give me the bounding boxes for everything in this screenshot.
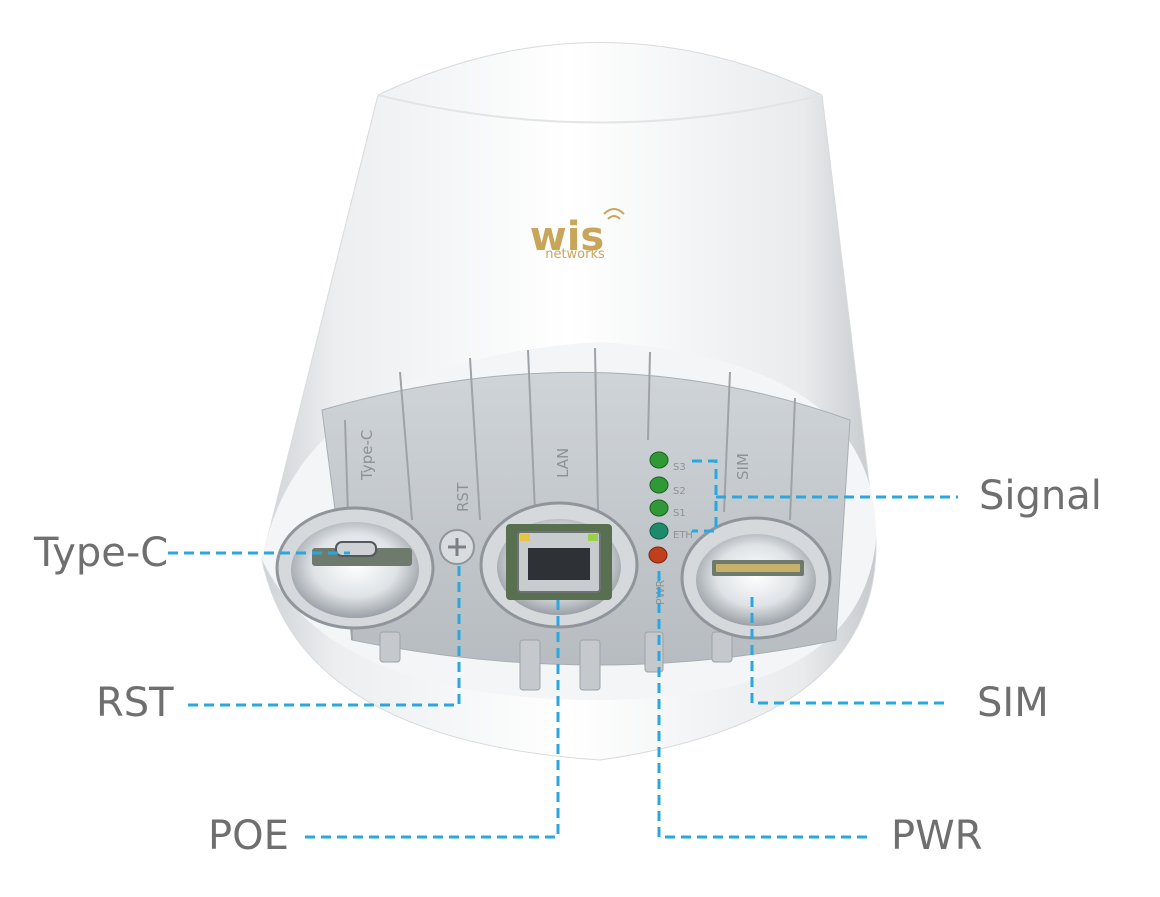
led-s3-icon [649, 451, 669, 469]
logo-text: wis [530, 214, 604, 260]
marking-lan: LAN [554, 448, 572, 478]
screw-cross-icon [448, 538, 466, 556]
led-s2-icon [649, 476, 669, 494]
marking-led-eth: ETH [673, 530, 693, 541]
marking-type-c: Type-C [358, 430, 376, 481]
sim-slot-icon [716, 564, 800, 572]
marking-sim: SIM [734, 453, 752, 480]
sim-port [680, 516, 832, 640]
callout-line-sim [750, 597, 950, 705]
type-c-port [275, 506, 435, 630]
panel-markings: Type-C RST LAN SIM PWR S3 S2 S1 ETH [358, 430, 752, 605]
usb-c-socket-icon [335, 541, 377, 557]
reset-button [439, 529, 475, 565]
callout-label-rst: RST [96, 680, 174, 726]
callout-line-signal [692, 459, 958, 533]
led-s1-icon [649, 499, 669, 517]
callout-label-type-c: Type-C [34, 530, 169, 576]
led-pwr-icon [648, 546, 668, 564]
led-eth-icon [649, 522, 669, 540]
brand-logo: wis networks [530, 208, 625, 262]
rj45-socket-icon [528, 548, 590, 580]
callout-label-signal: Signal [979, 473, 1102, 519]
marking-led-s2: S2 [673, 486, 686, 497]
lan-port [479, 501, 639, 629]
marking-rst: RST [454, 482, 472, 512]
callout-label-pwr: PWR [891, 813, 983, 859]
logo-subtext: networks [545, 247, 605, 262]
callout-label-sim: SIM [977, 680, 1049, 726]
callout-line-pwr [657, 565, 868, 839]
callout-lines [168, 459, 958, 839]
marking-led-s1: S1 [673, 508, 686, 519]
status-leds [648, 451, 669, 564]
callout-line-poe [305, 600, 560, 839]
marking-led-s3: S3 [673, 462, 686, 473]
callout-label-poe: POE [208, 813, 289, 859]
